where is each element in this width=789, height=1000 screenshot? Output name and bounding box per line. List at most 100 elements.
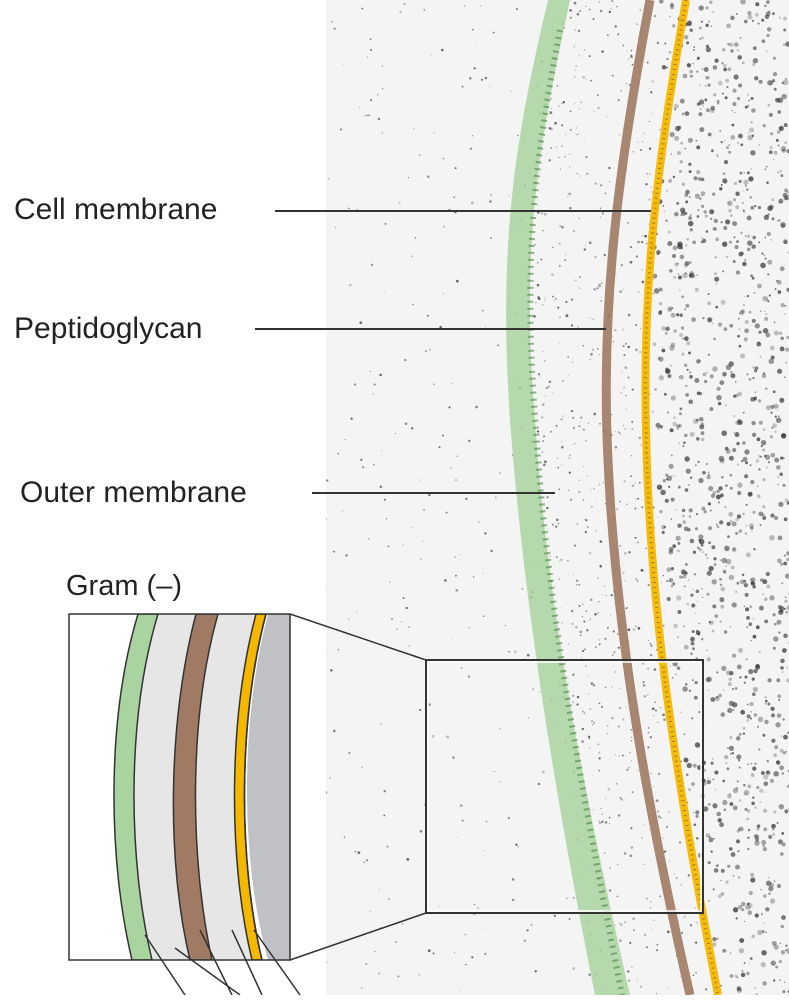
speckle-dot	[632, 484, 635, 487]
speckle-dot	[764, 317, 768, 321]
speckle-dot	[677, 666, 681, 670]
speckle-dot	[631, 428, 633, 430]
speckle-dot	[462, 820, 464, 822]
speckle-dot	[694, 378, 699, 383]
speckle-dot	[559, 342, 560, 343]
speckle-dot	[670, 428, 674, 432]
speckle-dot	[653, 485, 654, 486]
speckle-dot	[595, 530, 596, 531]
speckle-dot	[770, 239, 772, 241]
speckle-dot	[695, 140, 697, 142]
speckle-dot	[397, 975, 399, 977]
speckle-dot	[728, 361, 733, 366]
speckle-dot	[658, 311, 662, 315]
speckle-dot	[718, 694, 722, 698]
speckle-dot	[672, 254, 676, 258]
speckle-dot	[699, 392, 702, 395]
speckle-dot	[708, 486, 713, 491]
speckle-dot	[582, 616, 584, 618]
speckle-dot	[727, 708, 732, 713]
speckle-dot	[575, 30, 576, 31]
speckle-dot	[615, 671, 616, 672]
speckle-dot	[706, 47, 711, 52]
speckle-dot	[708, 803, 711, 806]
speckle-dot	[524, 939, 527, 942]
speckle-dot	[569, 154, 570, 155]
speckle-dot	[583, 499, 584, 500]
speckle-dot	[613, 651, 616, 654]
speckle-dot	[702, 551, 704, 553]
speckle-dot	[546, 387, 548, 389]
speckle-dot	[710, 838, 711, 839]
speckle-dot	[687, 63, 691, 67]
speckle-dot	[589, 55, 591, 57]
speckle-dot	[762, 844, 765, 847]
speckle-dot	[727, 865, 730, 868]
speckle-dot	[382, 132, 383, 133]
speckle-dot	[597, 107, 600, 110]
speckle-dot	[681, 211, 686, 216]
speckle-dot	[702, 597, 703, 598]
speckle-dot	[759, 80, 763, 84]
speckle-dot	[597, 577, 599, 579]
speckle-dot	[662, 837, 664, 839]
speckle-dot	[620, 688, 621, 689]
speckle-dot	[725, 880, 728, 883]
speckle-dot	[333, 28, 335, 30]
speckle-dot	[735, 205, 739, 209]
speckle-dot	[774, 516, 778, 520]
speckle-dot	[708, 502, 711, 505]
speckle-dot	[699, 548, 702, 551]
speckle-dot	[734, 112, 735, 113]
speckle-dot	[468, 627, 470, 629]
speckle-dot	[737, 464, 739, 466]
speckle-dot	[589, 708, 591, 710]
speckle-dot	[485, 77, 487, 79]
speckle-dot	[786, 667, 788, 669]
speckle-dot	[621, 799, 623, 801]
speckle-dot	[724, 755, 728, 759]
speckle-dot	[576, 584, 578, 586]
speckle-dot	[454, 952, 455, 953]
speckle-dot	[685, 683, 687, 685]
speckle-dot	[679, 842, 681, 844]
speckle-dot	[599, 354, 600, 355]
speckle-dot	[674, 212, 678, 216]
speckle-dot	[366, 114, 368, 116]
speckle-dot	[755, 391, 757, 393]
speckle-dot	[724, 140, 725, 141]
speckle-dot	[736, 754, 741, 759]
speckle-dot	[784, 517, 788, 521]
speckle-dot	[740, 353, 745, 358]
speckle-dot	[749, 523, 754, 528]
speckle-dot	[616, 6, 617, 7]
speckle-dot	[733, 709, 735, 711]
speckle-dot	[748, 176, 753, 181]
speckle-dot	[658, 773, 660, 775]
speckle-dot	[750, 150, 755, 155]
speckle-dot	[484, 532, 486, 534]
speckle-dot	[772, 423, 777, 428]
speckle-dot	[628, 980, 630, 982]
speckle-dot	[550, 431, 552, 433]
speckle-dot	[680, 884, 682, 886]
speckle-dot	[624, 921, 626, 923]
speckle-dot	[671, 313, 676, 318]
speckle-dot	[704, 67, 709, 72]
speckle-dot	[592, 349, 594, 351]
speckle-dot	[724, 327, 728, 331]
speckle-dot	[769, 595, 774, 600]
speckle-dot	[745, 793, 746, 794]
speckle-dot	[333, 551, 335, 553]
speckle-dot	[708, 526, 712, 530]
speckle-dot	[747, 216, 752, 221]
speckle-dot	[585, 245, 586, 246]
speckle-dot	[676, 313, 679, 316]
speckle-dot	[468, 675, 471, 678]
speckle-dot	[708, 861, 711, 864]
speckle-dot	[750, 873, 754, 877]
speckle-dot	[547, 529, 548, 530]
speckle-dot	[689, 70, 692, 73]
speckle-dot	[778, 610, 783, 615]
speckle-dot	[687, 763, 692, 768]
